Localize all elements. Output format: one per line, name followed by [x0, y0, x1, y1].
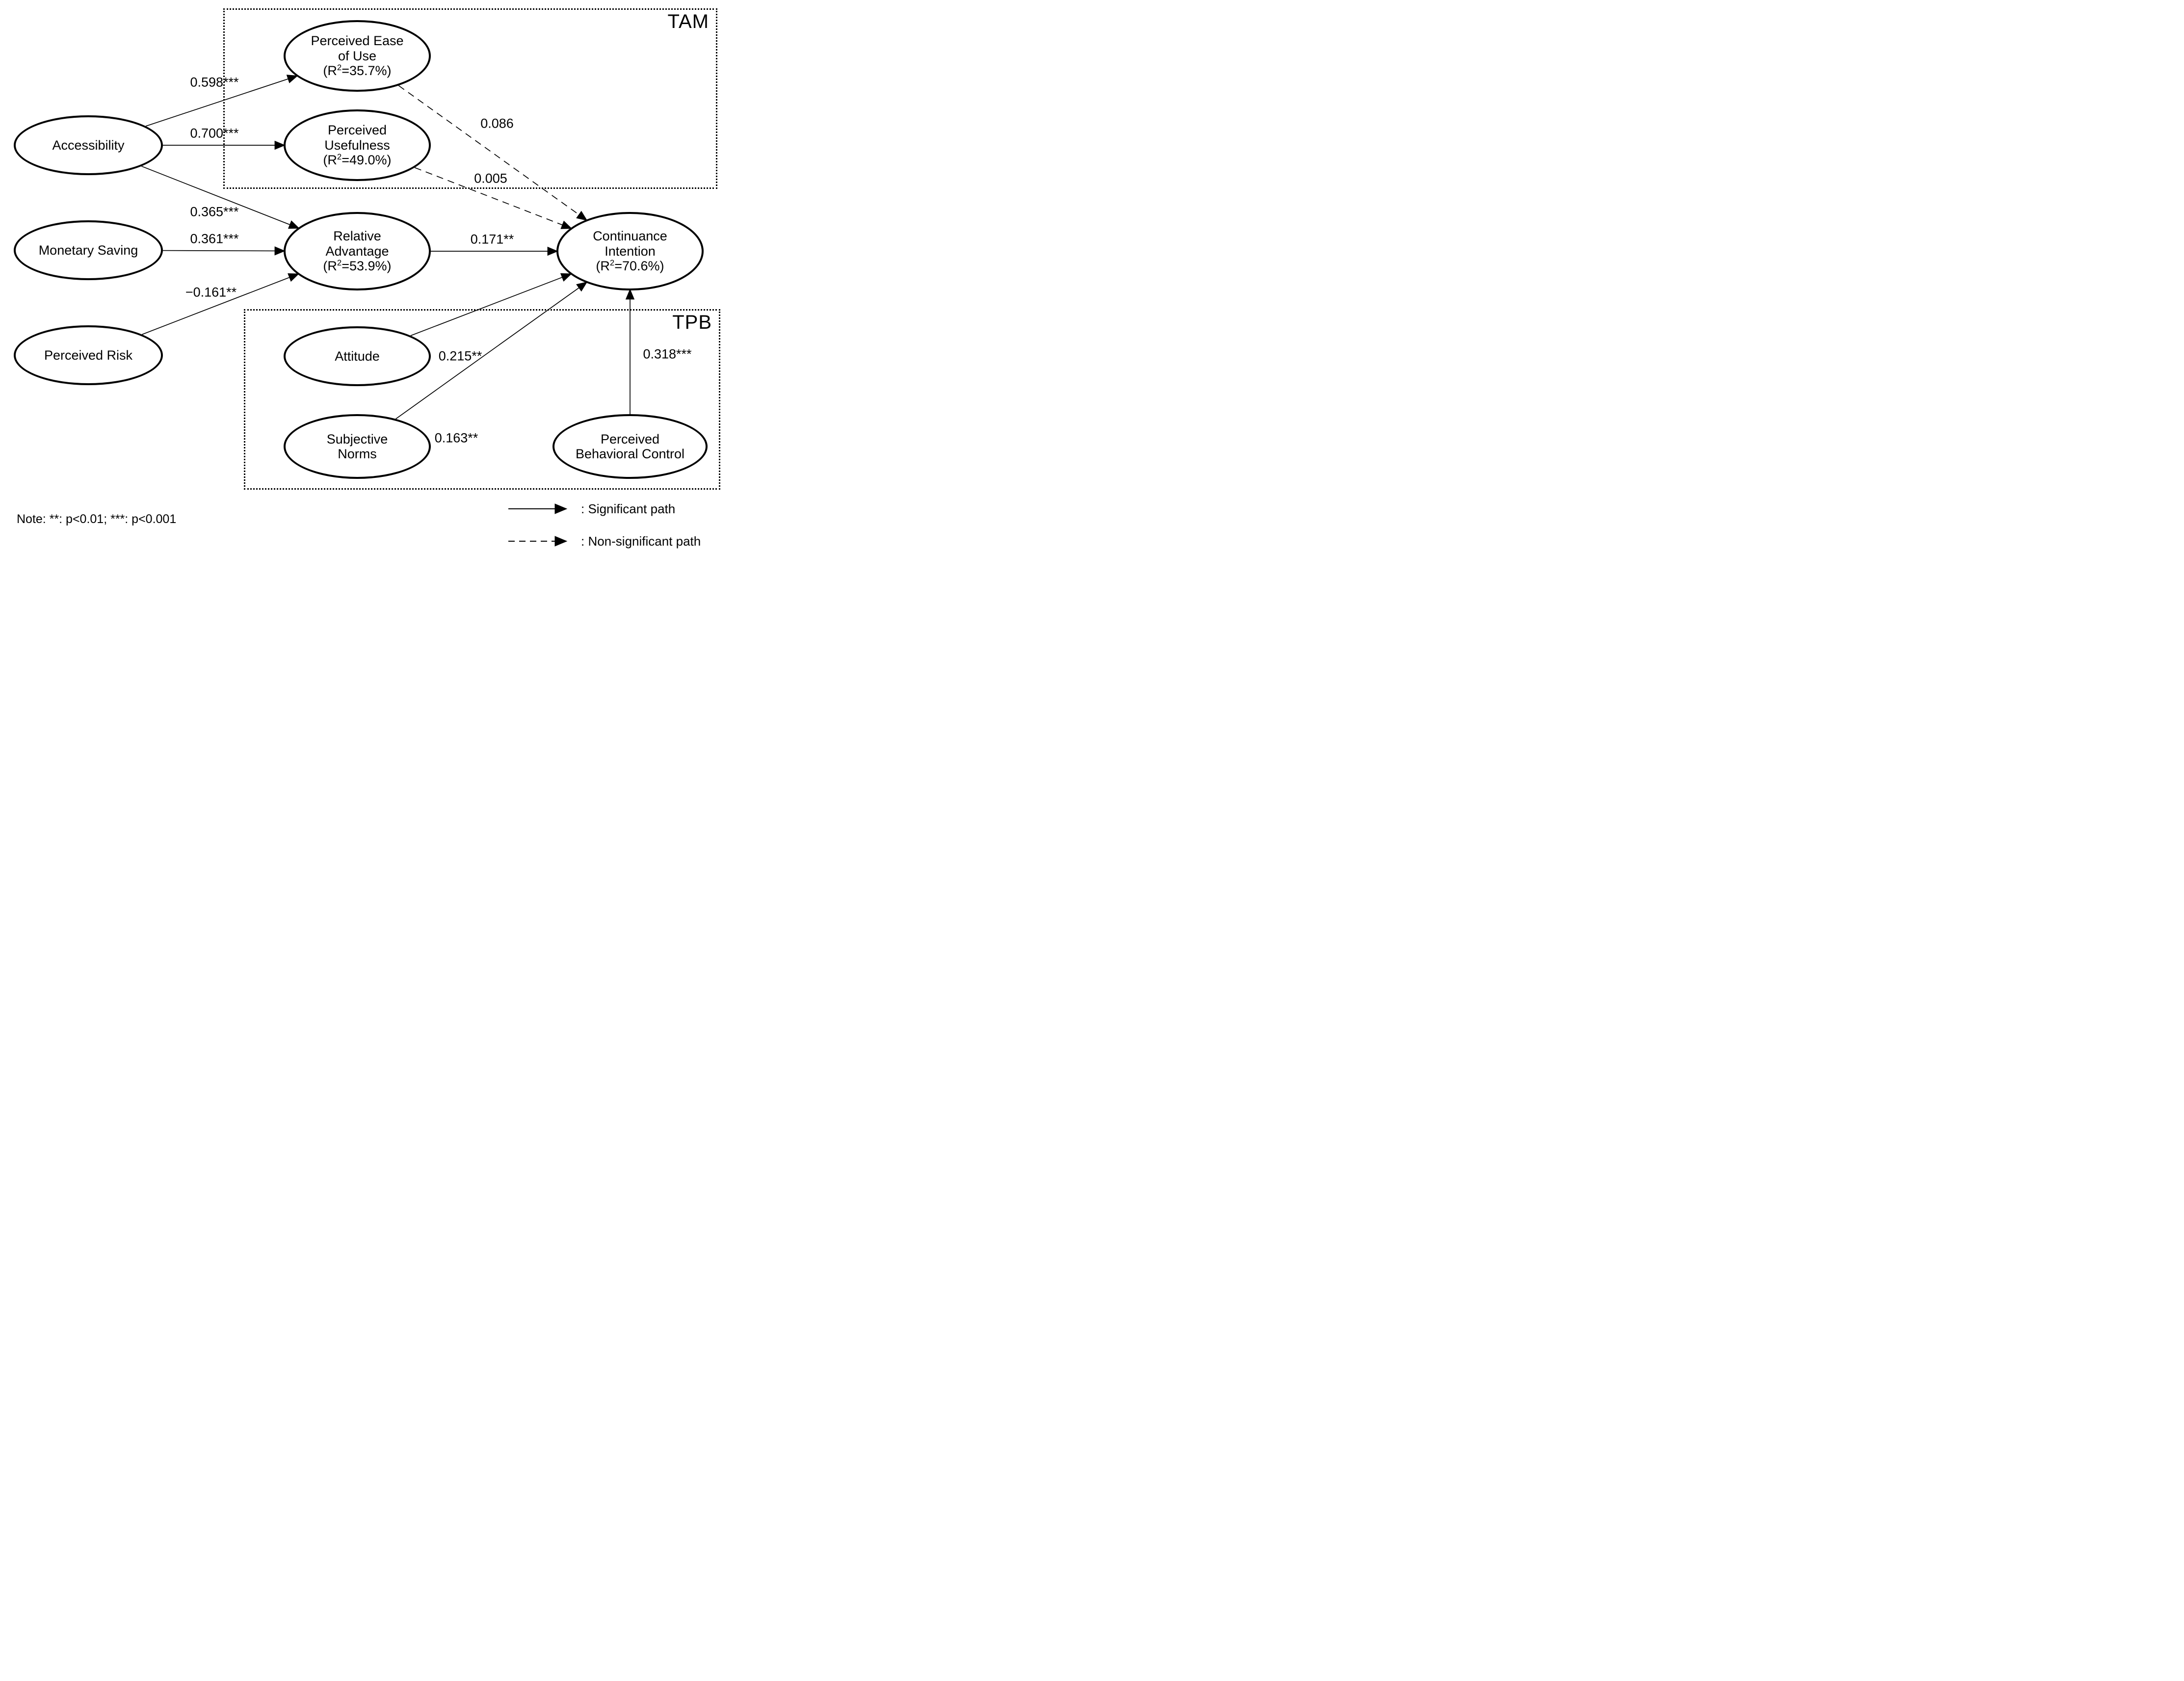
node-label-line: Continuance	[593, 229, 667, 244]
node-label-line: Intention	[605, 243, 656, 259]
node-label-line: Perceived Ease	[311, 33, 404, 49]
node-label-line: Relative	[333, 229, 381, 244]
model-box-label-tam: TAM	[667, 11, 709, 32]
node-label-line: Advantage	[325, 243, 389, 259]
coefficient-accessibility-to-perceived-ease-of-use: 0.598***	[190, 75, 239, 90]
node-label-line: Monetary Saving	[38, 242, 138, 258]
legend: : Significant path : Non-significant path	[507, 500, 701, 560]
node-label-line: Behavioral Control	[575, 447, 685, 461]
node-label-line: Attitude	[335, 348, 380, 364]
path-accessibility-to-perceived-ease-of-use	[145, 75, 298, 127]
path-subjective-norms-to-continuance-intention	[395, 282, 588, 420]
node-label-line: (R2=35.7%)	[323, 63, 392, 79]
coefficient-perceived-risk-to-relative-advantage: −0.161**	[185, 285, 237, 300]
path-perceived-ease-of-use-to-continuance-intention	[398, 85, 588, 221]
coefficient-accessibility-to-perceived-usefulness: 0.700***	[190, 126, 239, 141]
model-box-tpb: TPB	[244, 309, 720, 490]
node-label-line: Perceived Risk	[44, 347, 133, 363]
node-perceived-risk: Perceived Risk	[14, 325, 163, 385]
node-label-line: Perceived	[327, 123, 387, 138]
model-box-tam: TAM	[223, 8, 717, 189]
node-label-line: Perceived	[600, 431, 660, 447]
node-label-line: (R2=53.9%)	[323, 258, 392, 274]
legend-label: : Significant path	[581, 501, 676, 516]
node-label-line: (R2=49.0%)	[323, 152, 392, 168]
coefficient-accessibility-to-relative-advantage: 0.365***	[190, 204, 239, 219]
coefficient-subjective-norms-to-continuance-intention: 0.163**	[434, 430, 478, 446]
path-attitude-to-continuance-intention	[410, 273, 572, 336]
node-attitude: Attitude	[284, 326, 431, 386]
significance-note: Note: **: p<0.01; ***: p<0.001	[17, 512, 177, 526]
coefficient-perceived-ease-of-use-to-continuance-intention: 0.086	[480, 116, 514, 131]
coefficient-perceived-behavioral-control-to-continuance-intention: 0.318***	[643, 346, 692, 362]
path-perceived-usefulness-to-continuance-intention	[414, 167, 573, 229]
path-perceived-risk-to-relative-advantage	[142, 273, 300, 335]
node-label-line: Norms	[338, 447, 377, 461]
coefficient-monetary-saving-to-relative-advantage: 0.361***	[190, 231, 239, 246]
legend-row-solid: : Significant path	[507, 500, 701, 517]
node-label-line: Accessibility	[52, 137, 125, 153]
coefficient-perceived-usefulness-to-continuance-intention: 0.005	[474, 171, 507, 186]
path-diagram: Note: **: p<0.01; ***: p<0.001 : Signifi…	[0, 0, 728, 560]
legend-solid-arrow-icon	[508, 503, 568, 514]
node-label-line: Subjective	[326, 431, 388, 447]
node-monetary-saving: Monetary Saving	[14, 220, 163, 280]
edge-layer	[141, 75, 635, 420]
coefficient-relative-advantage-to-continuance-intention: 0.171**	[470, 232, 514, 247]
coefficient-attitude-to-continuance-intention: 0.215**	[438, 348, 482, 364]
node-accessibility: Accessibility	[14, 115, 163, 175]
model-box-label-tpb: TPB	[672, 312, 712, 333]
node-label-line: of Use	[338, 48, 377, 63]
legend-dashed-arrow-icon	[508, 536, 568, 547]
node-label-line: Usefulness	[324, 137, 390, 153]
path-accessibility-to-relative-advantage	[141, 165, 300, 229]
node-label-line: (R2=70.6%)	[596, 258, 664, 274]
legend-label: : Non-significant path	[581, 533, 701, 549]
legend-row-dashed: : Non-significant path	[507, 533, 701, 550]
